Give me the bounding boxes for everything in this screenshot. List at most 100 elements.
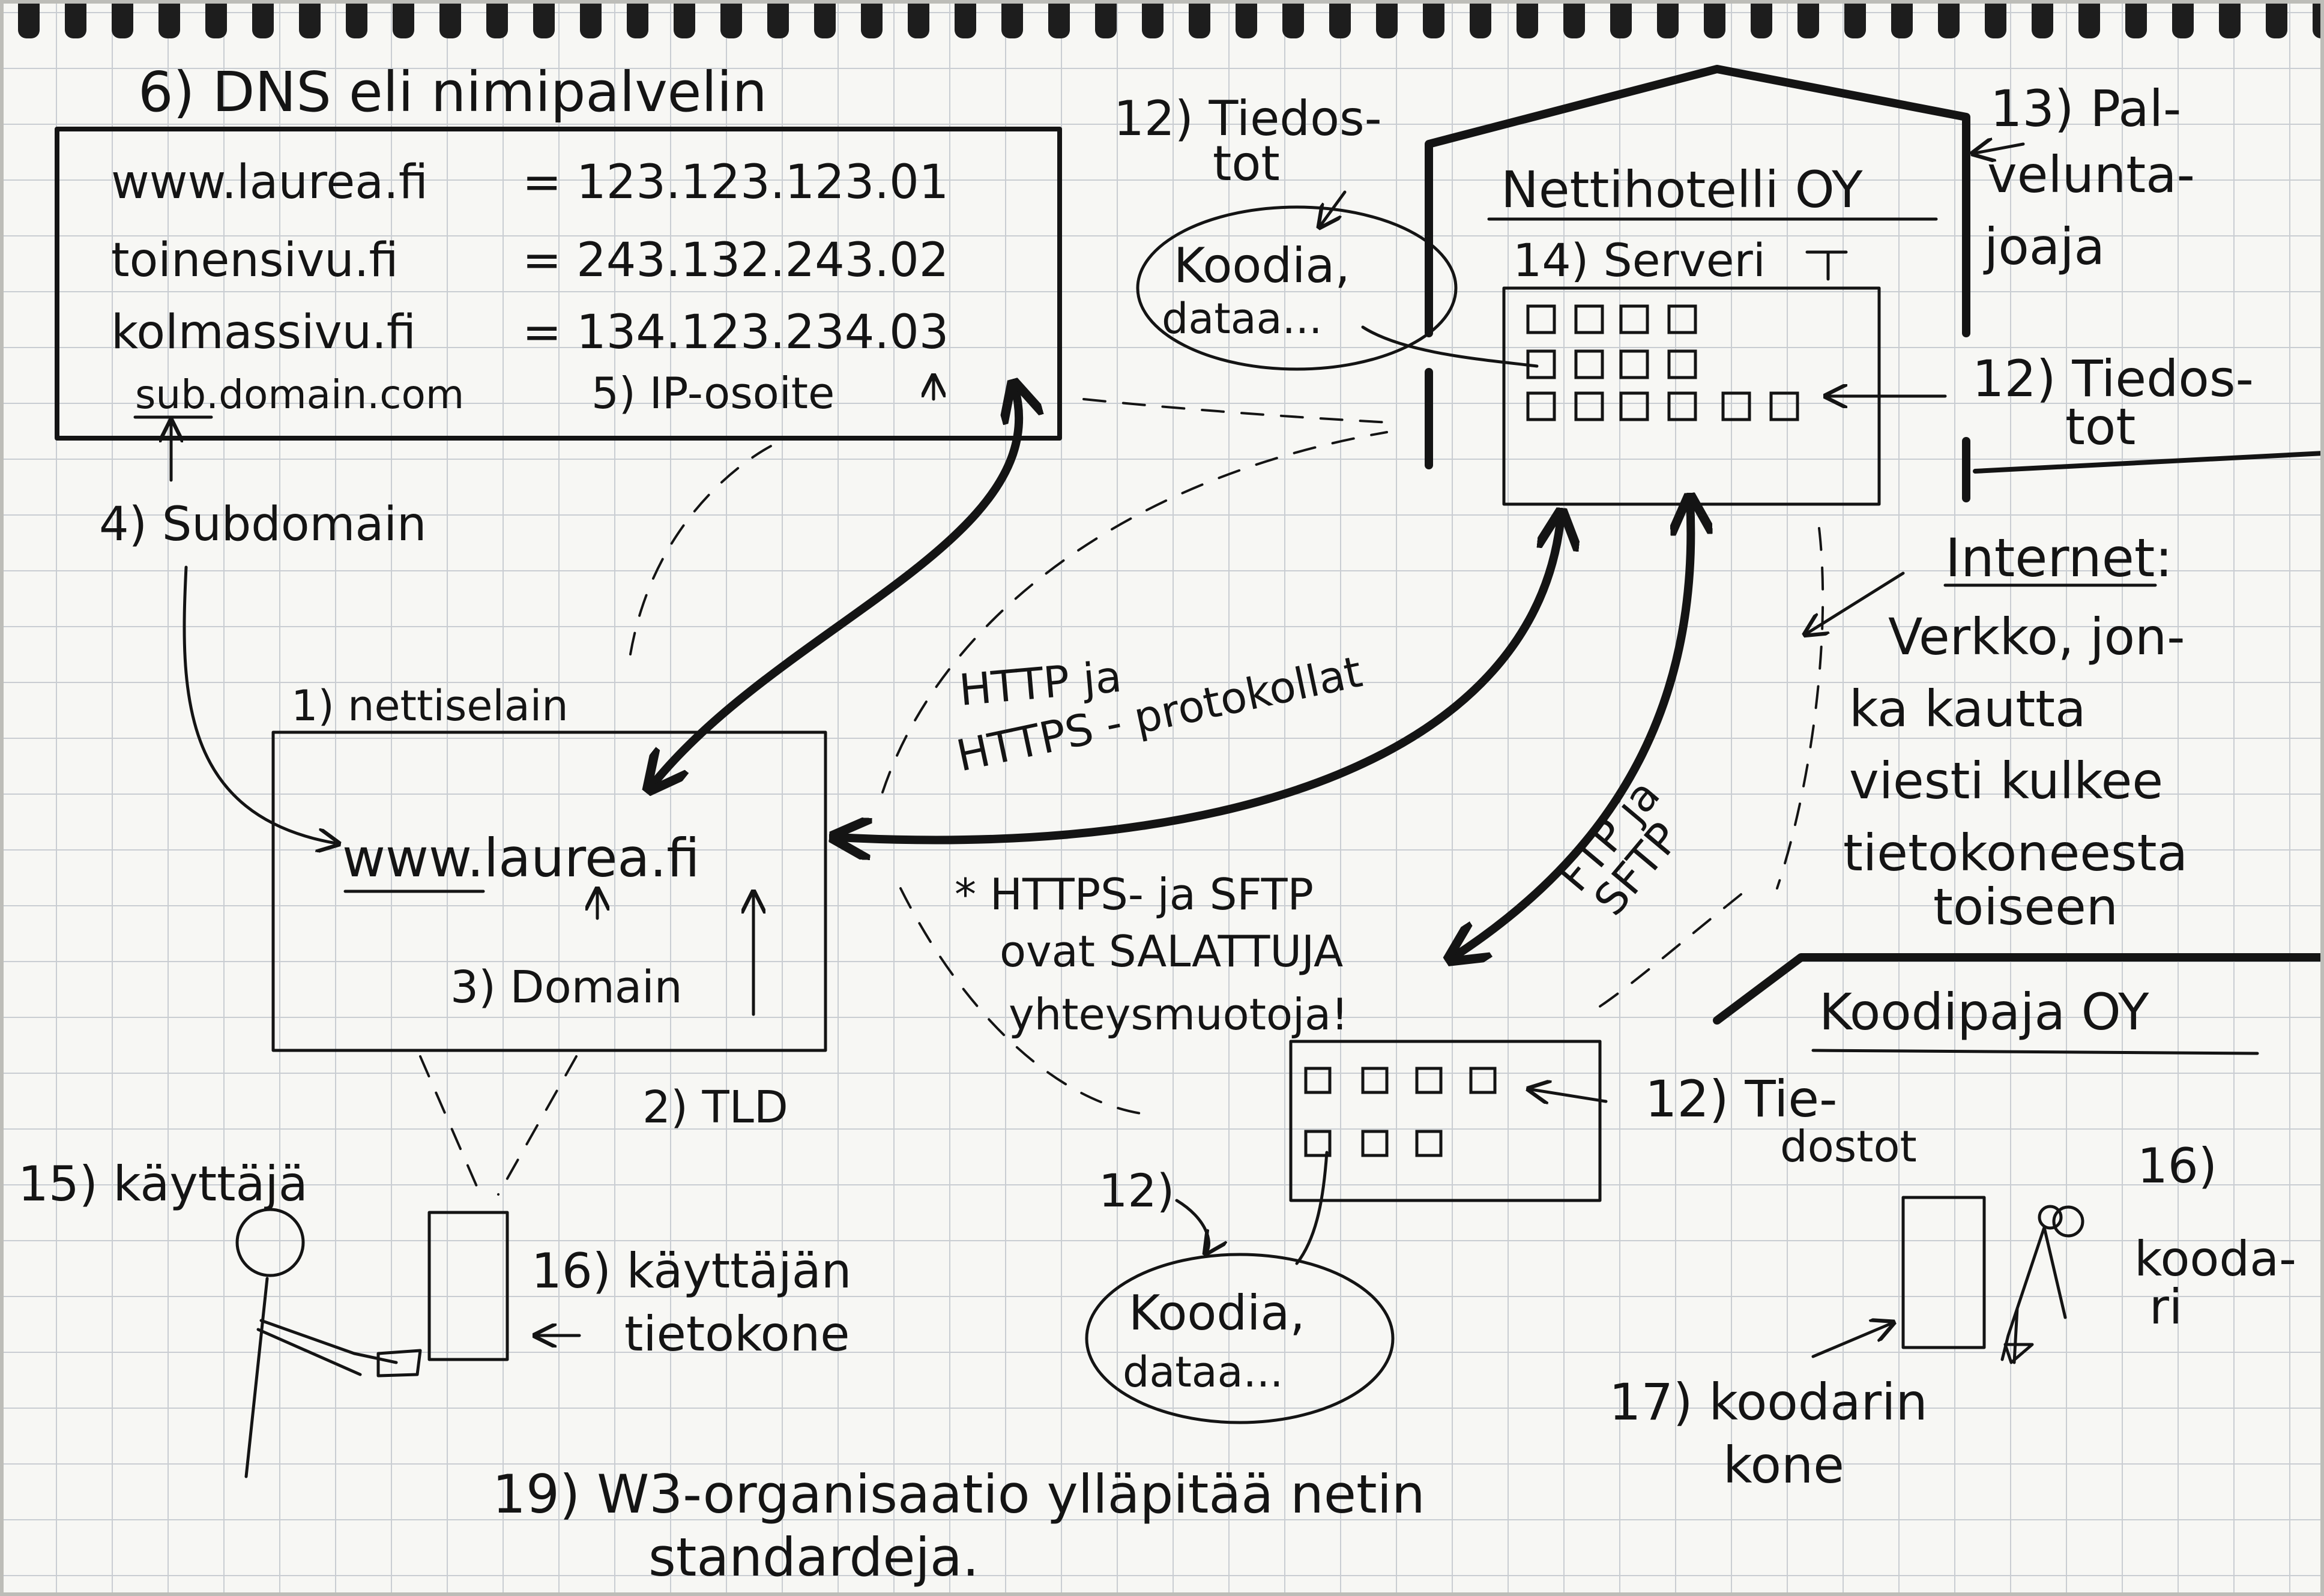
coder-pc-arrow <box>1811 1323 1891 1358</box>
file-icon <box>1574 349 1604 379</box>
spiral-ring <box>2266 0 2287 38</box>
spiral-ring <box>720 0 742 38</box>
spiral-ring <box>2125 0 2147 38</box>
internet-title: Internet: <box>1945 527 2173 589</box>
spiral-ring <box>1610 0 1632 38</box>
user-figure <box>244 1277 398 1478</box>
browser-section: 1) nettiselain www.laurea.fi 3) Domain 2… <box>271 681 827 1133</box>
file-icon <box>1526 391 1556 421</box>
spiral-ring <box>2078 0 2100 38</box>
coder-pc-label-2: kone <box>1723 1436 1844 1495</box>
dns-title: 6) DNS eli nimipalvelin <box>138 60 767 124</box>
spiral-ring <box>1376 0 1398 38</box>
spiral-ring <box>908 0 929 38</box>
spiral-ring <box>955 0 976 38</box>
spiral-ring <box>346 0 367 38</box>
file-icon <box>1574 391 1604 421</box>
spiral-ring <box>1142 0 1164 38</box>
http-arrow <box>838 516 1561 840</box>
user-label: 15) käyttäjä <box>18 1156 308 1212</box>
file-icon <box>1526 304 1556 334</box>
dns-table-box <box>55 127 1062 441</box>
internet-line1: Verkko, jon- <box>1888 607 2185 666</box>
codeshop-roof <box>1713 953 2324 1025</box>
hotel-company-name: Nettihotelli OY <box>1501 160 1863 219</box>
browser-title: 1) nettiselain <box>291 681 569 730</box>
spiral-ring <box>18 0 40 38</box>
codeshop-server-box <box>1289 1040 1602 1202</box>
bubble-top-tail <box>1361 325 1539 368</box>
file-icon <box>1304 1067 1332 1094</box>
server-down-arrow <box>1805 250 1848 281</box>
dns-row-1-ip: = 123.123.123.01 <box>522 155 949 209</box>
spiral-ring <box>1704 0 1725 38</box>
coder-computer <box>1901 1196 1986 1349</box>
internet-line3: viesti kulkee <box>1849 751 2163 810</box>
code-bubble-bottom-line2: dataa... <box>1123 1348 1283 1397</box>
dns-row-3-ip: = 134.123.234.03 <box>522 306 949 360</box>
files-top-label-1: 12) Tiedos- <box>1114 91 1382 146</box>
code-bubble-top-line2: dataa... <box>1162 294 1322 343</box>
ftp-arrow <box>1453 501 1691 957</box>
spiral-ring <box>1048 0 1070 38</box>
code-bubble-top-line1: Koodia, <box>1174 238 1350 294</box>
browser-url: www.laurea.fi <box>342 827 700 889</box>
codeshop-12-arrow <box>1175 1199 1209 1251</box>
spiral-ring <box>2219 0 2241 38</box>
subdomain-to-url-arrow <box>183 565 336 843</box>
spiral-ring <box>205 0 227 38</box>
provider-label-1: 13) Pal- <box>1990 79 2181 138</box>
provider-arrow <box>1975 144 2025 153</box>
coder-label-2: kooda- <box>2134 1231 2296 1287</box>
spiral-ring <box>767 0 789 38</box>
files-right-label-2: tot <box>2065 397 2135 456</box>
dashed-path-5 <box>1776 527 1824 890</box>
bubble-bottom-tail <box>1295 1151 1329 1265</box>
spiral-ring <box>1938 0 1960 38</box>
tld-label: 2) TLD <box>642 1082 788 1133</box>
file-icon <box>1667 349 1697 379</box>
network-line-right <box>1973 451 2324 474</box>
codeshop-company-name: Koodipaja OY <box>1819 983 2149 1041</box>
user-computer <box>427 1211 509 1361</box>
spiral-ring <box>439 0 461 38</box>
file-icon <box>1619 304 1649 334</box>
w3-line2: standardeja. <box>648 1526 979 1588</box>
server-label: 14) Serveri <box>1513 233 1766 287</box>
code-bubble-bottom-line1: Koodia, <box>1129 1285 1305 1341</box>
spiral-ring <box>861 0 883 38</box>
spiral-ring <box>1797 0 1819 38</box>
dns-row-2-name: toinensivu.fi <box>111 233 399 288</box>
dashed-path-4 <box>899 887 1142 1115</box>
user-pc-label-1: 16) käyttäjän <box>531 1243 851 1299</box>
internet-line2: ka kautta <box>1849 679 2086 738</box>
user-keyboard <box>376 1349 422 1378</box>
codeshop-name-underline <box>1811 1049 2259 1055</box>
provider-label-3: joaja <box>1983 217 2105 276</box>
codeshop-file-grid <box>1304 1067 1497 1157</box>
spiral-ring <box>65 0 86 38</box>
files-right-label-1: 12) Tiedos- <box>1972 349 2254 408</box>
dashed-path-1 <box>629 443 776 655</box>
spiral-ring <box>486 0 508 38</box>
codeshop-files-label-1: 12) Tie- <box>1645 1070 1837 1128</box>
dns-row-1-name: www.laurea.fi <box>111 155 428 209</box>
dns-row-3-name: kolmassivu.fi <box>111 306 416 360</box>
encryption-note-1: * HTTPS- ja SFTP <box>955 869 1314 920</box>
file-icon <box>1574 304 1604 334</box>
spiral-ring <box>1095 0 1117 38</box>
server-file-grid <box>1526 304 1799 421</box>
dashed-path-2 <box>1082 398 1400 424</box>
spiral-ring <box>1844 0 1866 38</box>
spiral-ring <box>158 0 180 38</box>
codeshop-12-label: 12) <box>1099 1164 1174 1217</box>
spiral-ring <box>1657 0 1679 38</box>
spiral-ring <box>393 0 414 38</box>
code-bubble-top <box>1136 205 1458 371</box>
internet-line4: tietokoneesta <box>1843 824 2188 882</box>
spiral-ring <box>1001 0 1023 38</box>
dashed-path-8 <box>497 1055 578 1196</box>
files-top-label-2: tot <box>1213 136 1280 191</box>
spiral-ring <box>2032 0 2053 38</box>
ip-address-label: 5) IP-osoite <box>591 368 835 418</box>
